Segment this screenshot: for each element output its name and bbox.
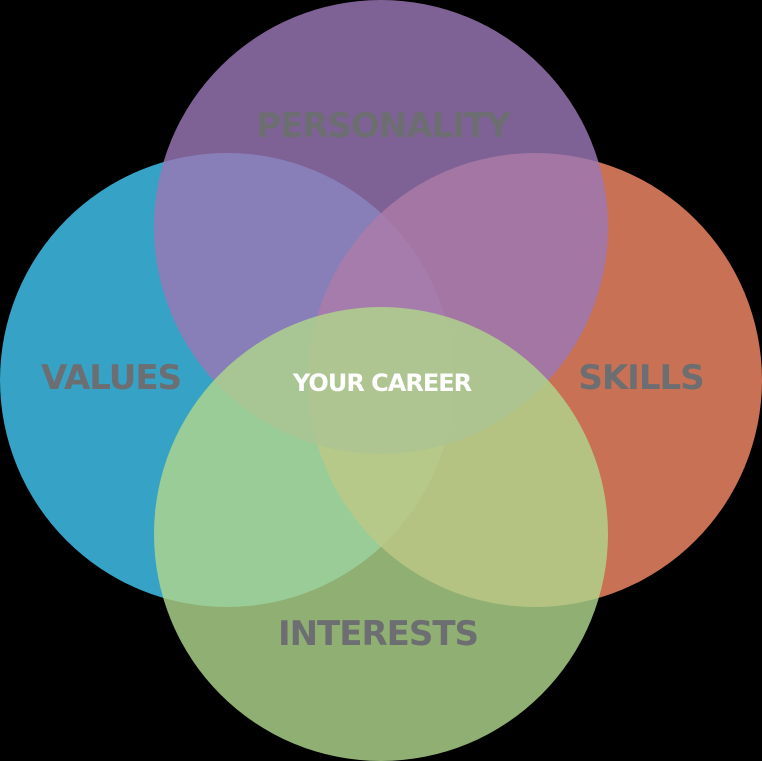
label-values: VALUES <box>41 358 181 398</box>
label-interests: INTERESTS <box>278 614 478 654</box>
circle-interests <box>154 307 608 761</box>
label-personality: PERSONALITY <box>256 106 511 146</box>
label-skills: SKILLS <box>578 358 703 398</box>
label-your-career: YOUR CAREER <box>292 369 472 397</box>
venn-labels: PERSONALITY VALUES SKILLS INTERESTS YOUR… <box>41 106 705 654</box>
